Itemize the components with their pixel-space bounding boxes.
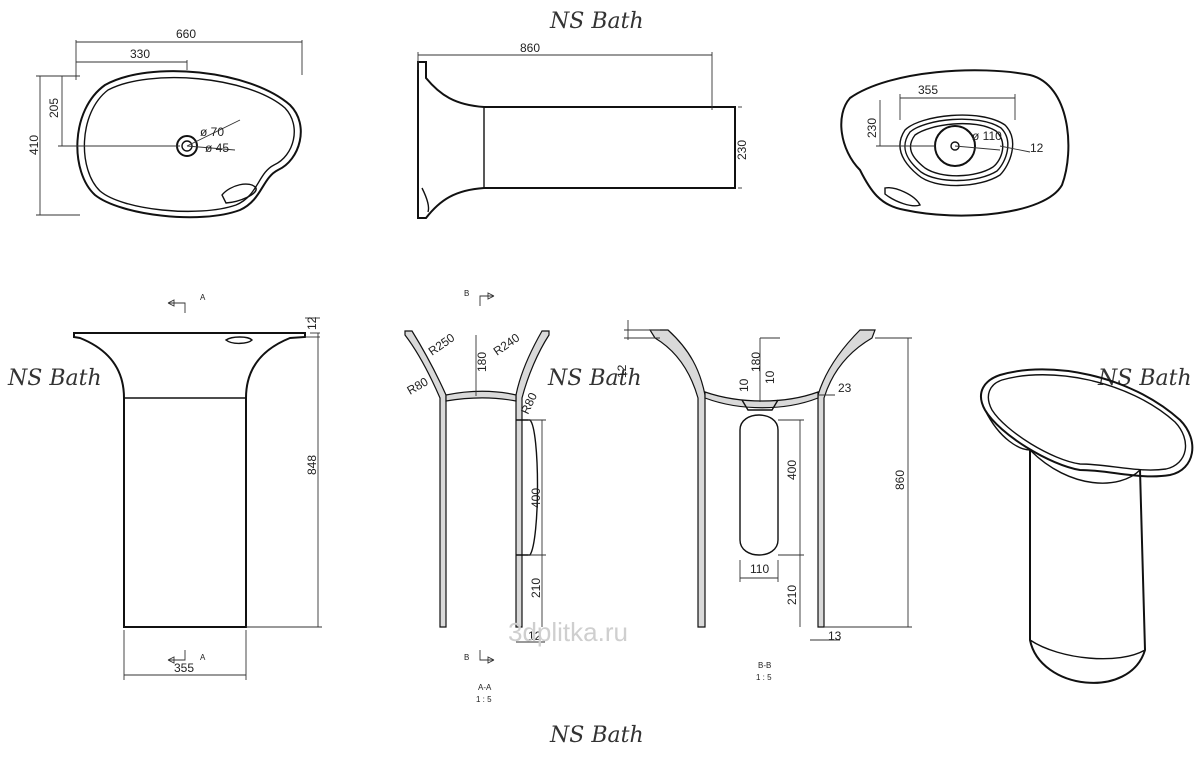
dim-drain-inner: ø 45 bbox=[205, 141, 229, 155]
side-view-horizontal: 860 230 bbox=[417, 41, 749, 219]
dim-section-a-depth: 180 bbox=[475, 352, 489, 372]
brand-mark-left: NS Bath bbox=[7, 366, 102, 391]
dim-section-b-depth: 180 bbox=[749, 352, 763, 372]
section-marker-a-top: A bbox=[200, 293, 206, 302]
brand-mark-right: NS Bath bbox=[1097, 366, 1192, 391]
isometric-view bbox=[980, 368, 1194, 684]
section-b-left-wall bbox=[648, 329, 706, 628]
dim-diameter: 230 bbox=[735, 140, 749, 160]
front-view: 12 848 355 A A bbox=[73, 293, 322, 680]
dim-length: 860 bbox=[520, 41, 540, 55]
overflow-slot-bottom bbox=[884, 187, 921, 207]
dim-section-b-opening-width: 110 bbox=[750, 562, 769, 576]
dim-depth: 410 bbox=[27, 135, 41, 155]
dim-half-width: 330 bbox=[130, 47, 150, 61]
bottom-view: 355 230 ø 110 12 bbox=[840, 69, 1070, 217]
dim-half-depth: 205 bbox=[47, 98, 61, 118]
dim-section-b-wall: 23 bbox=[838, 381, 852, 395]
iso-basin-rim bbox=[987, 374, 1187, 471]
dim-front-thickness: 12 bbox=[305, 316, 319, 330]
section-a-bowl bbox=[445, 390, 517, 402]
underside-rim-3 bbox=[909, 122, 1004, 177]
dim-width: 660 bbox=[176, 27, 196, 41]
dim-bottom-drain: ø 110 bbox=[972, 129, 1002, 143]
dim-section-a-r2: R240 bbox=[491, 330, 523, 358]
dim-section-b-total-height: 860 bbox=[893, 470, 907, 490]
section-b-drain bbox=[741, 399, 779, 411]
underside-rim-1 bbox=[899, 114, 1014, 187]
dim-section-b-top-thickness: 12 bbox=[615, 364, 629, 378]
front-overflow bbox=[224, 336, 253, 345]
section-a-a: R250 R240 R80 R80 180 400 210 12 B B A-A… bbox=[404, 289, 550, 704]
section-a-right-wall bbox=[515, 330, 550, 628]
dim-drain-outer: ø 70 bbox=[200, 125, 224, 139]
front-outline bbox=[73, 332, 306, 628]
dim-section-b-b10: 10 bbox=[763, 370, 777, 384]
section-b-b: 12 180 10 10 23 400 110 210 13 860 B-B 1… bbox=[615, 320, 912, 682]
top-view-basin: 660 330 410 205 ø 70 ø 45 bbox=[27, 27, 303, 219]
section-b-opening bbox=[739, 414, 779, 556]
dim-section-a-opening: 400 bbox=[529, 488, 543, 508]
brand-mark-top: NS Bath bbox=[549, 9, 644, 34]
dim-section-b-bottom-wall: 13 bbox=[828, 629, 842, 643]
dim-section-a-wall: 12 bbox=[528, 629, 542, 643]
basin-outline bbox=[76, 70, 302, 219]
section-a-left-wall bbox=[404, 330, 447, 628]
section-b-title: B-B bbox=[758, 661, 771, 670]
section-marker-a-bottom: A bbox=[200, 653, 206, 662]
section-marker-b-bottom: B bbox=[464, 653, 469, 662]
underside-rim-2 bbox=[904, 118, 1009, 182]
dim-bottom-half-height: 230 bbox=[865, 118, 879, 138]
dim-bottom-width: 355 bbox=[918, 83, 938, 97]
section-b-scale: 1 : 5 bbox=[756, 673, 772, 682]
underside-outline bbox=[840, 69, 1070, 217]
section-a-title: A-A bbox=[478, 683, 492, 692]
brand-mark-center: NS Bath bbox=[547, 366, 642, 391]
basin-inner-rim bbox=[83, 76, 295, 213]
dim-section-a-base: 210 bbox=[529, 578, 543, 598]
section-marker-b-top: B bbox=[464, 289, 469, 298]
dim-section-a-r1: R250 bbox=[426, 330, 458, 358]
iso-pedestal bbox=[1029, 450, 1147, 684]
dim-section-b-base: 210 bbox=[785, 585, 799, 605]
section-a-scale: 1 : 5 bbox=[476, 695, 492, 704]
dim-section-b-opening: 400 bbox=[785, 460, 799, 480]
section-b-bowl bbox=[704, 391, 819, 409]
pedestal-horizontal-outline bbox=[417, 61, 736, 219]
dim-section-b-a10: 10 bbox=[737, 378, 751, 392]
dim-section-a-r3: R80 bbox=[405, 374, 431, 397]
brand-mark-bottom: NS Bath bbox=[549, 723, 644, 748]
section-b-right-wall bbox=[817, 329, 876, 628]
dim-bottom-wall: 12 bbox=[1030, 141, 1044, 155]
dim-front-base: 355 bbox=[174, 661, 194, 675]
overflow-slot-side bbox=[421, 187, 430, 213]
overflow-slot bbox=[221, 183, 257, 204]
dim-front-height: 848 bbox=[305, 455, 319, 475]
section-a-slot bbox=[516, 419, 539, 556]
watermark: 3dplitka.ru bbox=[508, 617, 628, 647]
